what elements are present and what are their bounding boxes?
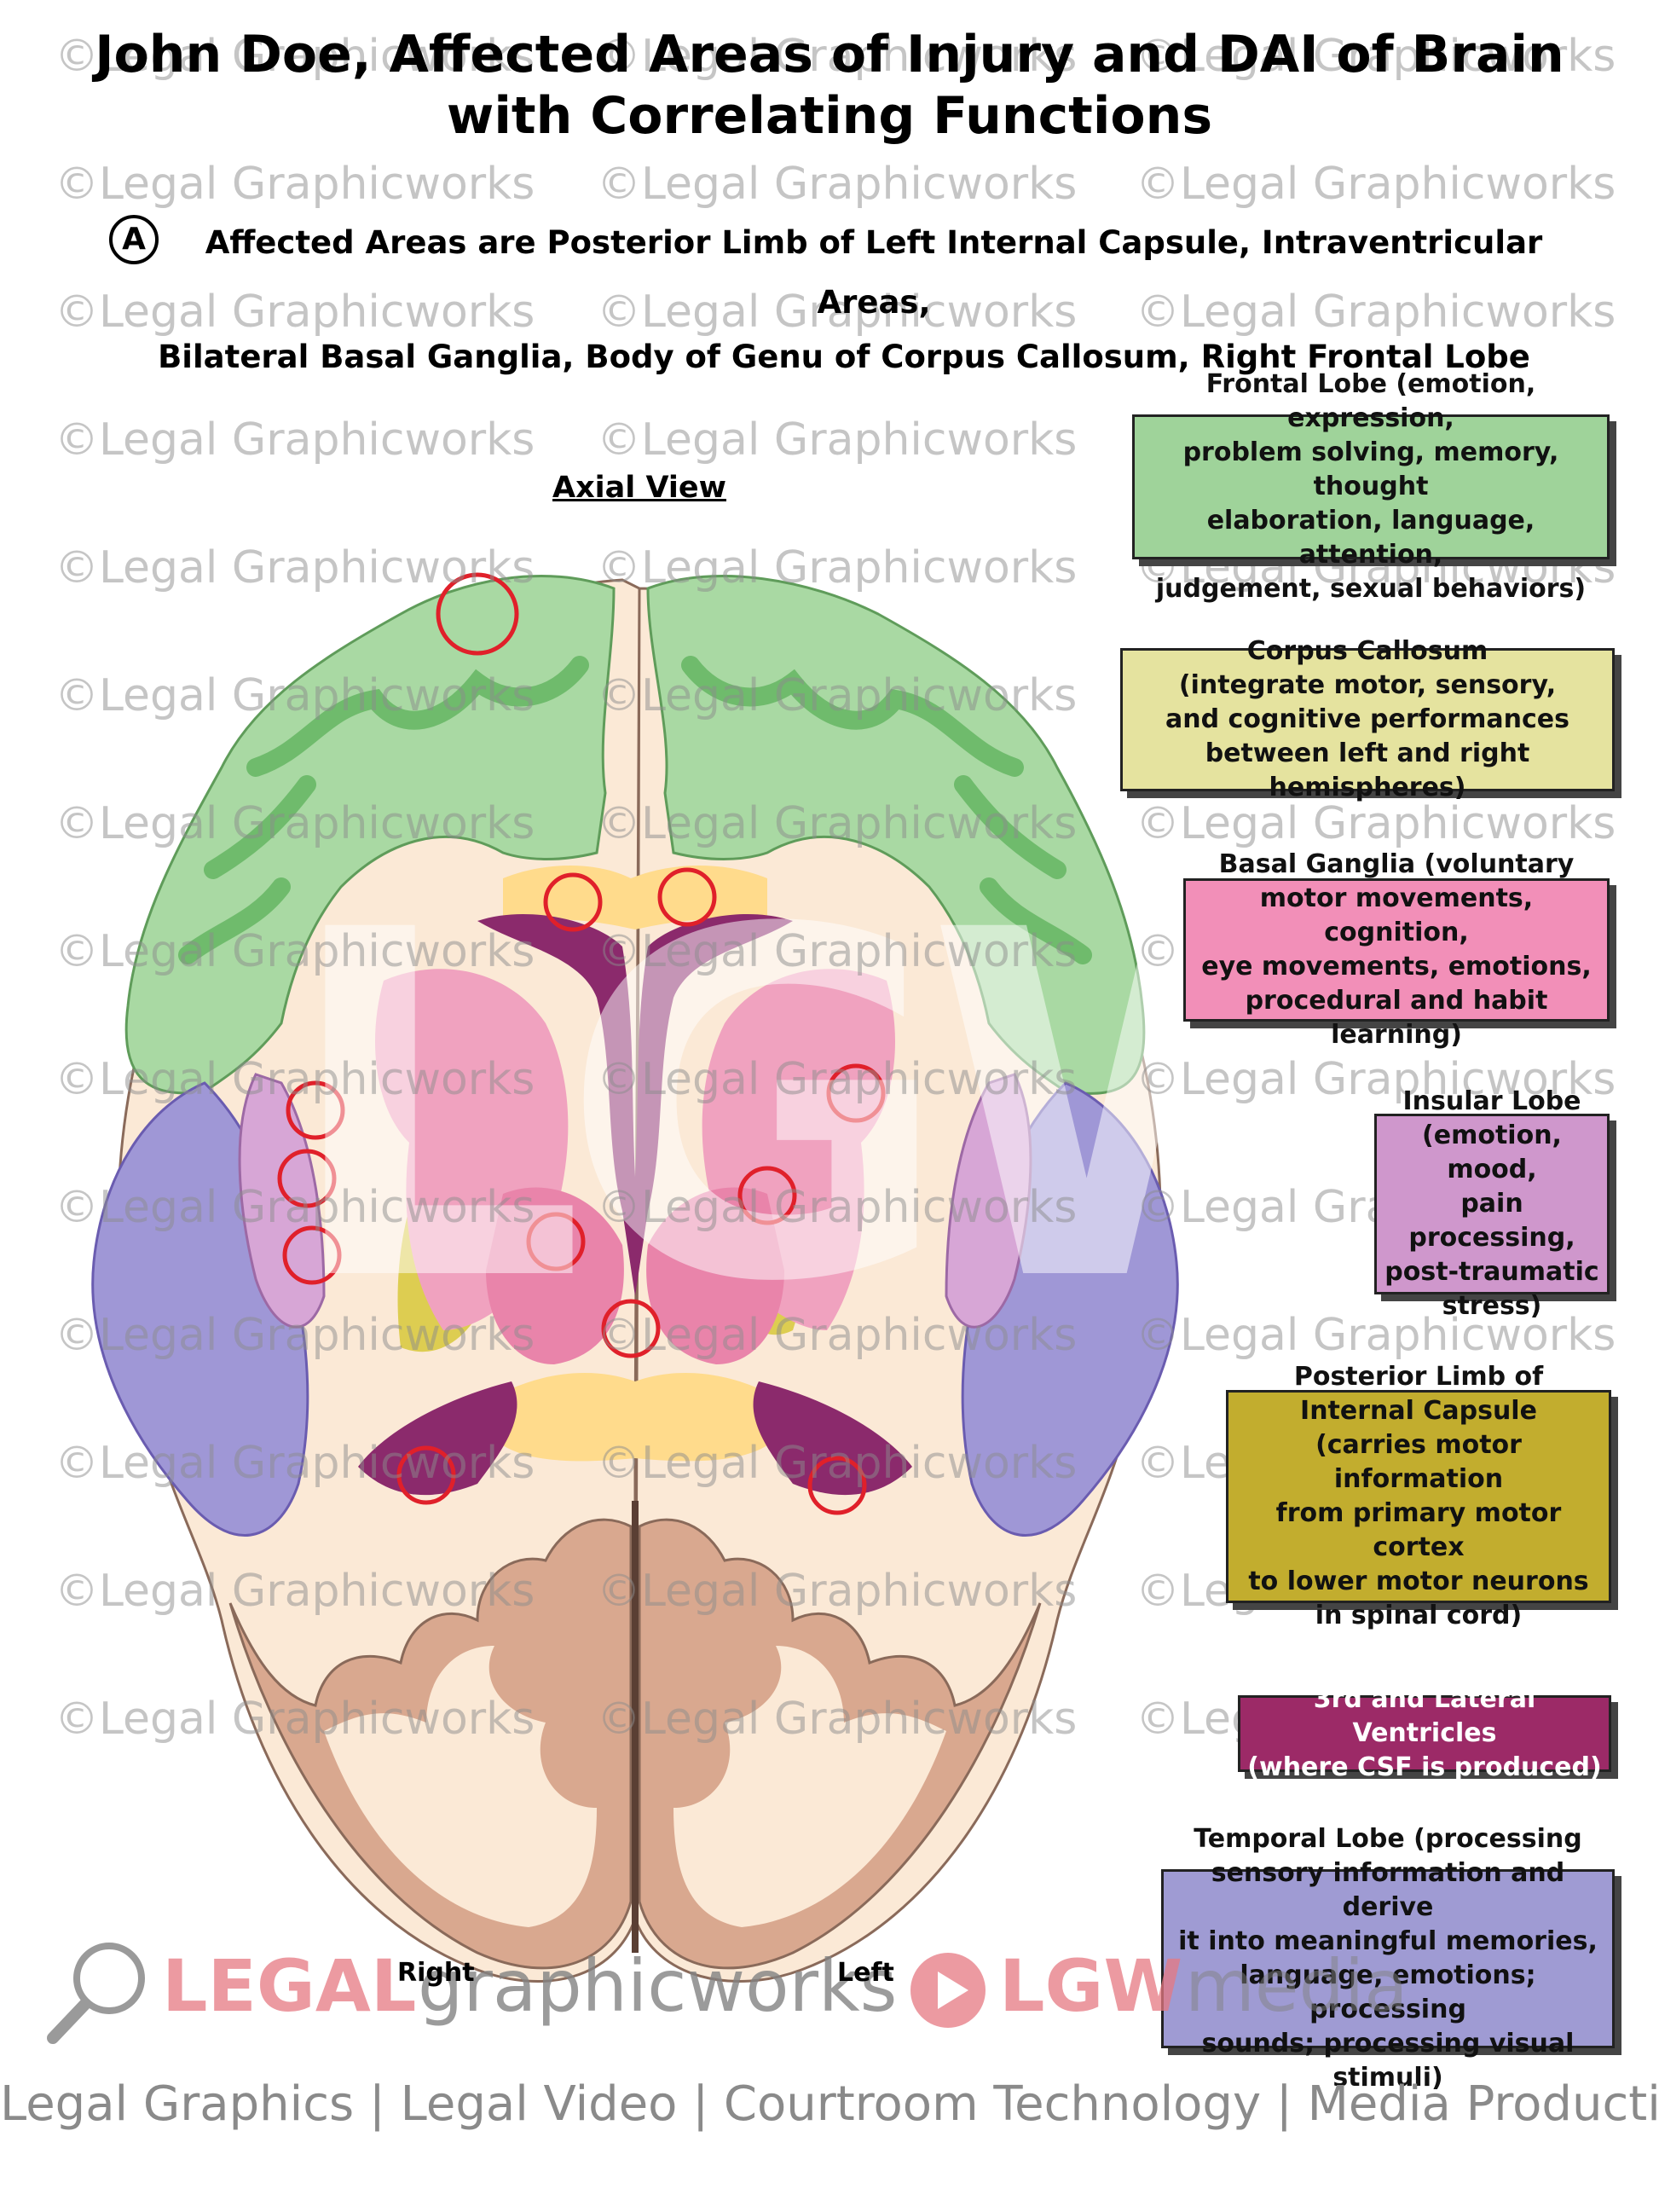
title-line-2: with Correlating Functions — [0, 85, 1659, 147]
insular-lobe-line-5: stress) — [1377, 1289, 1607, 1323]
insular-lobe-line-3: pain processing, — [1377, 1187, 1607, 1255]
axial-view-label: Axial View — [529, 471, 750, 505]
frontal-lobe-line-3: elaboration, language, attention, — [1135, 504, 1607, 572]
page-title: John Doe, Affected Areas of Injury and D… — [0, 24, 1659, 147]
brand-media: media — [1185, 1939, 1408, 2033]
subtitle-line-1: Affected Areas are Posterior Limb of Lef… — [102, 213, 1586, 333]
affected-areas-subtitle: Affected Areas are Posterior Limb of Lef… — [102, 213, 1586, 387]
corpus-callosum-line-2: (integrate motor, sensory, — [1123, 669, 1612, 703]
ventricles-line-1: 3rd and Lateral Ventricles — [1240, 1682, 1609, 1751]
internal-capsule-line-1: Posterior Limb of — [1228, 1360, 1609, 1394]
frontal-lobe-line-4: judgement, sexual behaviors) — [1135, 572, 1607, 606]
corpus-callosum-line-1: Corpus Callosum — [1123, 634, 1612, 669]
insular-lobe-line-4: post-traumatic — [1377, 1255, 1607, 1289]
orientation-left-label: Left — [837, 1958, 894, 1988]
basal-ganglia-line-1: Basal Ganglia (voluntary — [1186, 848, 1607, 882]
insular-lobe-line-1: Insular Lobe — [1377, 1085, 1607, 1119]
ventricles-line-2: (where CSF is produced) — [1240, 1751, 1609, 1785]
frontal-lobe-box: Frontal Lobe (emotion, expression,proble… — [1132, 414, 1610, 559]
internal-capsule-line-2: Internal Capsule — [1228, 1394, 1609, 1428]
basal-ganglia-line-3: eye movements, emotions, — [1186, 950, 1607, 984]
title-line-1: John Doe, Affected Areas of Injury and D… — [0, 24, 1659, 85]
brand-graphicworks: graphicworks — [418, 1939, 897, 2033]
basal-ganglia-line-2: motor movements, cognition, — [1186, 882, 1607, 950]
corpus-callosum-box: Corpus Callosum(integrate motor, sensory… — [1120, 648, 1615, 791]
basal-ganglia-line-4: procedural and habit learning) — [1186, 984, 1607, 1052]
internal-capsule-line-3: (carries motor information — [1228, 1428, 1609, 1497]
marker-a-badge: A — [109, 215, 159, 264]
internal-capsule-line-5: to lower motor neurons — [1228, 1565, 1609, 1599]
services-tagline: Legal Graphics | Legal Video | Courtroom… — [0, 2076, 1659, 2132]
insular-lobe-line-2: (emotion, mood, — [1377, 1119, 1607, 1187]
legal-graphicworks-brand: LEGAL graphicworks LGW media — [43, 1934, 1270, 2045]
orientation-right-label: Right — [397, 1958, 475, 1988]
brand-lgw: LGW — [999, 1939, 1182, 2033]
internal-capsule-line-4: from primary motor cortex — [1228, 1497, 1609, 1565]
corpus-callosum-line-4: between left and right hemispheres) — [1123, 737, 1612, 805]
brand-legal: LEGAL — [162, 1939, 416, 2033]
ventricles-box: 3rd and Lateral Ventricles(where CSF is … — [1238, 1695, 1611, 1772]
frontal-lobe-line-1: Frontal Lobe (emotion, expression, — [1135, 368, 1607, 436]
insular-lobe-box: Insular Lobe(emotion, mood,pain processi… — [1374, 1114, 1610, 1294]
temporal-lobe-line-2: sensory information and derive — [1164, 1856, 1612, 1925]
play-icon — [905, 1948, 991, 2033]
internal-capsule-line-6: in spinal cord) — [1228, 1599, 1609, 1633]
frontal-lobe-line-2: problem solving, memory, thought — [1135, 436, 1607, 504]
temporal-lobe-line-1: Temporal Lobe (processing — [1164, 1822, 1612, 1856]
corpus-callosum-line-3: and cognitive performances — [1123, 703, 1612, 737]
magnifier-icon — [43, 1934, 153, 2045]
